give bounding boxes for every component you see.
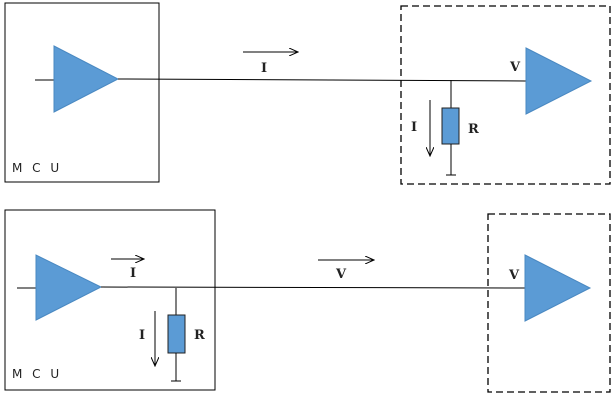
top-receiver-box bbox=[400, 5, 611, 185]
bottom-circuit: M C U I R I V V bbox=[4, 209, 611, 393]
bottom-voltage-label-right: V bbox=[508, 268, 520, 283]
top-mcu-label: M C U bbox=[12, 161, 62, 175]
top-receiver-buffer bbox=[525, 47, 593, 115]
top-circuit: M C U I R I V bbox=[4, 2, 611, 185]
bottom-receiver-buffer bbox=[524, 254, 592, 322]
bottom-signal-wire bbox=[100, 286, 526, 289]
top-resistor-label: R bbox=[468, 122, 479, 137]
top-signal-wire bbox=[117, 78, 527, 82]
bottom-current-label: I bbox=[130, 266, 136, 281]
top-branch-current-label: I bbox=[411, 120, 417, 135]
bottom-driver-buffer bbox=[35, 254, 103, 321]
bottom-resistor bbox=[167, 314, 186, 354]
top-voltage-label: V bbox=[509, 60, 521, 75]
bottom-mcu-box bbox=[4, 209, 216, 391]
bottom-resistor-label: R bbox=[194, 328, 205, 343]
bottom-voltage-label: V bbox=[335, 267, 347, 282]
bottom-receiver-box bbox=[487, 213, 611, 393]
top-mcu-box bbox=[4, 2, 160, 183]
bottom-mcu-label: M C U bbox=[12, 367, 62, 381]
top-driver-buffer bbox=[53, 45, 120, 113]
top-current-label: I bbox=[261, 61, 267, 76]
bottom-branch-current-label: I bbox=[139, 328, 145, 343]
top-resistor bbox=[441, 107, 460, 145]
